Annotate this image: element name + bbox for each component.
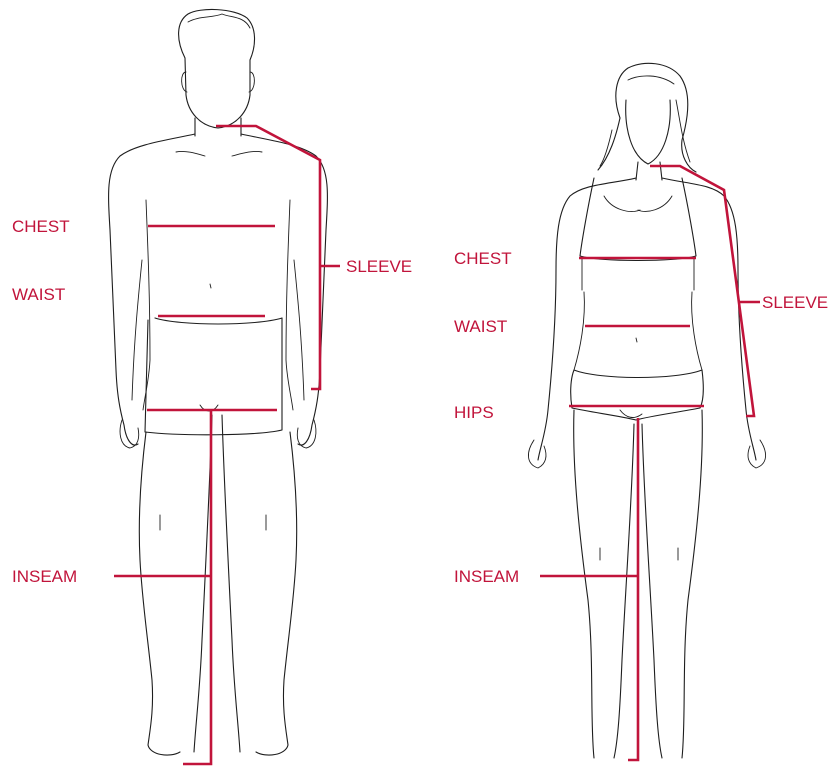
female-chest-label: CHEST — [454, 249, 512, 268]
male-inseam-label: INSEAM — [12, 567, 77, 586]
female-labels: CHEST WAIST HIPS SLEEVE INSEAM — [454, 249, 828, 586]
female-inseam-label: INSEAM — [454, 567, 519, 586]
male-measurement-lines — [114, 126, 340, 764]
female-waist-label: WAIST — [454, 317, 507, 336]
female-inseam-line — [628, 418, 638, 760]
male-waist-label: WAIST — [12, 285, 65, 304]
female-sleeve-label: SLEEVE — [762, 293, 828, 312]
male-chest-label: CHEST — [12, 217, 70, 236]
male-figure — [109, 9, 328, 755]
male-sleeve-line — [216, 126, 320, 389]
female-hips-label: HIPS — [454, 403, 494, 422]
female-figure — [528, 63, 765, 758]
male-sleeve-label: SLEEVE — [346, 257, 412, 276]
female-measurement-lines — [540, 166, 760, 760]
